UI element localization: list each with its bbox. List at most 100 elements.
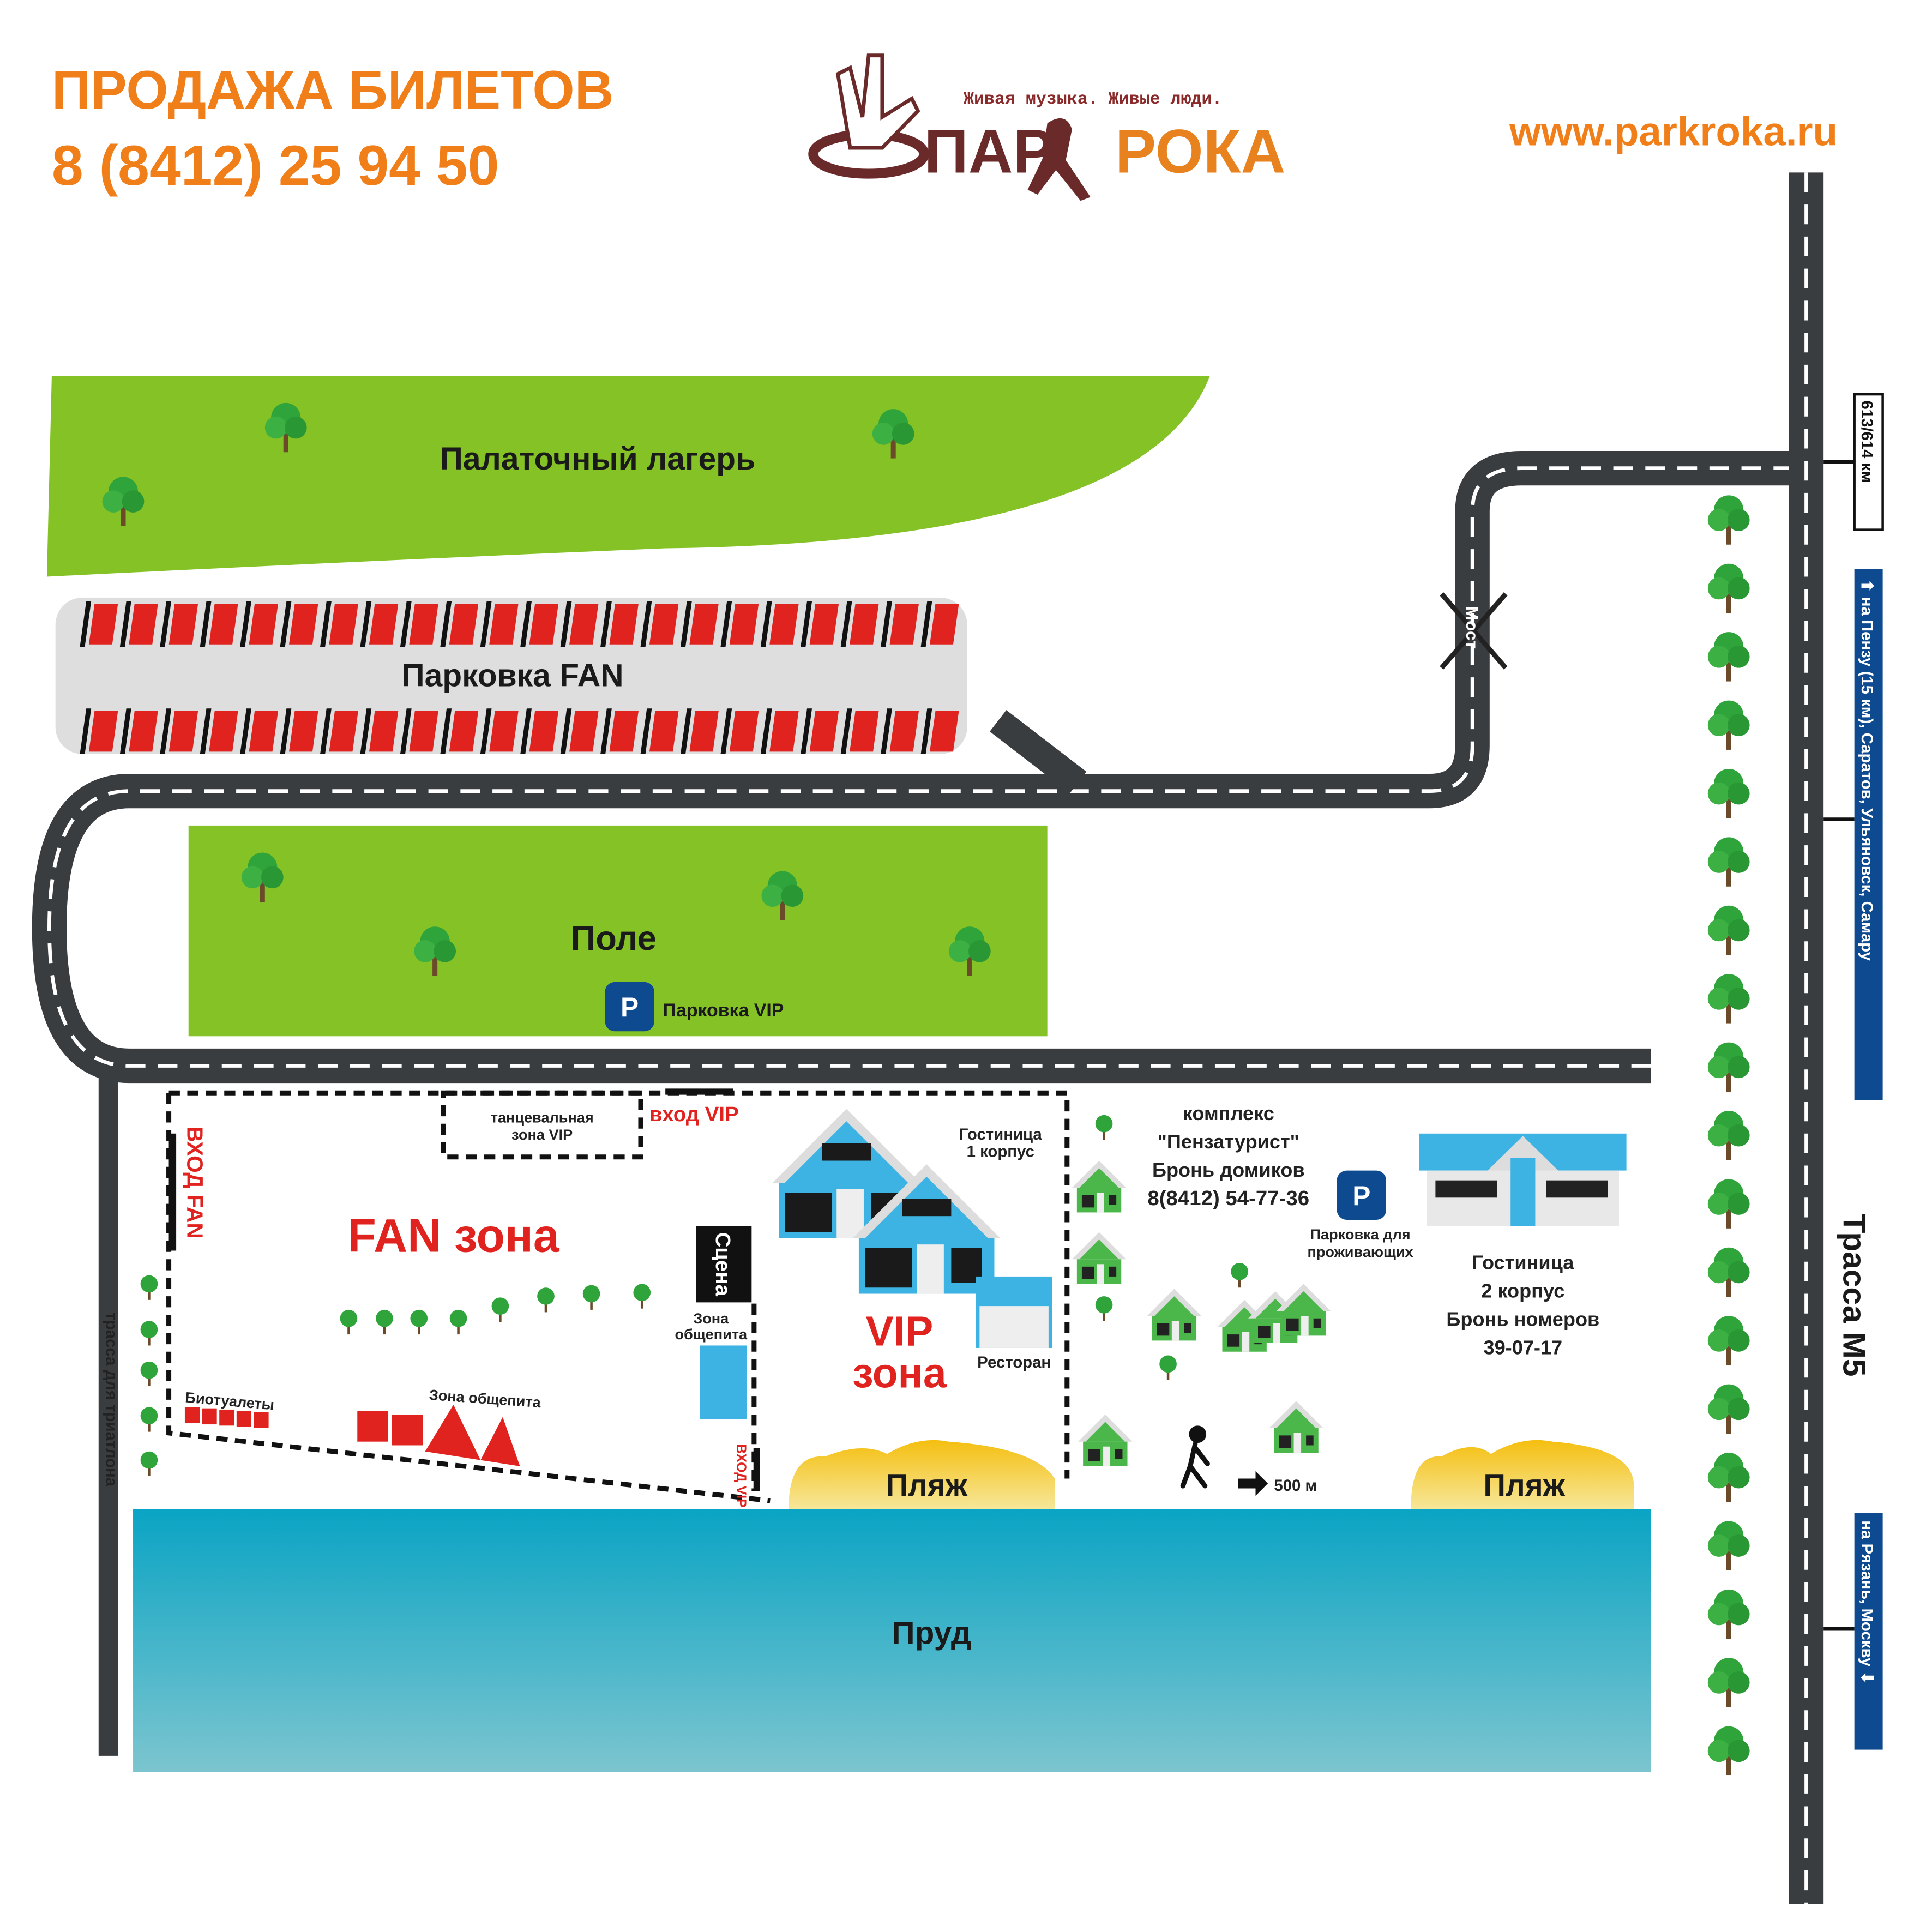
- tree-icon: [1707, 1110, 1750, 1160]
- parking-stall: [801, 601, 839, 647]
- tree-icon: [140, 1361, 158, 1387]
- field-label: Поле: [571, 919, 657, 958]
- parking-stall: [640, 708, 679, 754]
- hotel2-phone[interactable]: 39-07-17: [1483, 1336, 1562, 1358]
- triathlon-label: трасса для триатлона: [102, 1312, 120, 1486]
- vip-parking-label: Парковка VIP: [663, 1000, 784, 1021]
- parking-stall: [320, 601, 358, 647]
- tree-icon: [1707, 1179, 1750, 1229]
- vip-entrance-lower-label: ВХОД VIP: [733, 1444, 748, 1508]
- dance-zone-label-2: зона VIP: [511, 1126, 573, 1143]
- parking-stall: [200, 601, 238, 647]
- resident-parking-label: Парковка для: [1310, 1226, 1411, 1243]
- parking-stall: [760, 708, 799, 754]
- parking-stall: [280, 708, 318, 754]
- tickets-phone[interactable]: 8 (8412) 25 94 50: [52, 134, 499, 197]
- vip-parking-icon: [605, 982, 654, 1032]
- parking-stall: [360, 708, 399, 754]
- tree-icon: [1707, 1658, 1750, 1707]
- tree-icon: [582, 1285, 600, 1310]
- beach-hotel: [1411, 1440, 1634, 1509]
- tree-icon: [449, 1309, 467, 1335]
- complex-label: комплекс: [1183, 1102, 1274, 1124]
- parking-stall: [720, 708, 759, 754]
- parking-stall: [200, 708, 238, 754]
- logo-tagline: Живая музыка. Живые люди.: [964, 90, 1222, 109]
- parking-stall: [600, 601, 639, 647]
- food-zone-small-label-2: общепита: [675, 1326, 748, 1343]
- parking-stall: [560, 601, 599, 647]
- parking-stall: [520, 601, 559, 647]
- tree-icon: [1707, 563, 1750, 613]
- parking-stall: [320, 708, 358, 754]
- tree-icon: [1707, 974, 1750, 1024]
- pond-label: Пруд: [892, 1615, 971, 1651]
- arrow-right-icon: [1238, 1471, 1268, 1496]
- stage: [696, 1226, 752, 1303]
- parking-stall: [881, 601, 919, 647]
- hotel2-label-2: 2 корпус: [1481, 1279, 1564, 1302]
- tree-icon: [1707, 632, 1750, 682]
- toilets-icon: [184, 1407, 269, 1428]
- fan-parking-label: Парковка FAN: [401, 658, 623, 694]
- tree-icon: [1707, 1589, 1750, 1639]
- parking-stall: [920, 708, 959, 754]
- tree-icon: [1707, 1726, 1750, 1776]
- km-marker: [1853, 393, 1884, 531]
- parking-stall: [160, 708, 198, 754]
- parking-stall: [400, 708, 438, 754]
- roadside-trees: [1707, 495, 1750, 1776]
- complex-phone[interactable]: 8(8412) 54-77-36: [1147, 1187, 1309, 1210]
- hotel1-label-2: 1 корпус: [967, 1143, 1034, 1161]
- first-aid-icon: [357, 1411, 388, 1442]
- parking-stall: [840, 601, 879, 647]
- parking-stall: [360, 601, 399, 647]
- logo-name-right: РОКА: [1115, 117, 1285, 185]
- tree-icon: [1707, 1384, 1750, 1434]
- restaurant-label: Ресторан: [977, 1353, 1051, 1371]
- parking-stall: [160, 601, 198, 647]
- fan-zone-label: FAN зона: [347, 1210, 559, 1262]
- parking-stall: [280, 601, 318, 647]
- complex-booking-label: Бронь домиков: [1152, 1159, 1305, 1181]
- tree-icon: [340, 1309, 358, 1335]
- parking-stall: [640, 601, 679, 647]
- parking-stall: [600, 708, 639, 754]
- tent-icon: [425, 1404, 520, 1466]
- direction-sign-north: [1854, 569, 1883, 1100]
- stage-label: Сцена: [711, 1232, 735, 1297]
- tree-icon: [140, 1275, 158, 1300]
- tree-icon: [1707, 1453, 1750, 1502]
- website-link[interactable]: www.parkroka.ru: [1509, 109, 1838, 154]
- food-zone-label: Зона общепита: [429, 1386, 542, 1411]
- tree-icon: [537, 1287, 555, 1313]
- tree-icon: [140, 1407, 158, 1432]
- tree-icon: [1707, 1042, 1750, 1092]
- pedestrian-icon: [1180, 1425, 1210, 1489]
- tree-icon: [1707, 1247, 1750, 1297]
- parking-stall: [400, 601, 438, 647]
- guitarist-icon: [1027, 118, 1091, 201]
- tree-icon: [1707, 700, 1750, 750]
- tree-icon: [1707, 495, 1750, 545]
- fire-extinguisher-icon: [392, 1414, 423, 1446]
- fan-entrance-label: ВХОД FAN: [182, 1126, 207, 1239]
- vip-zone-label-2: зона: [852, 1350, 947, 1397]
- park-roka-logo: Живая музыка. Живые люди. ПАР РОКА: [808, 53, 1285, 201]
- tree-icon: [140, 1451, 158, 1476]
- parking-stalls: [80, 601, 959, 754]
- parking-stall: [240, 708, 279, 754]
- tent-camp-area: [46, 376, 1210, 577]
- rock-hand-icon: [835, 53, 920, 150]
- parking-stall: [680, 708, 719, 754]
- parking-stall: [440, 708, 479, 754]
- tree-icon: [1707, 905, 1750, 955]
- pond: [133, 1509, 1651, 1772]
- parking-stall: [240, 601, 279, 647]
- bridge-icon: [1440, 592, 1508, 670]
- logo-name-left: ПАР: [924, 117, 1054, 185]
- tent-camp-label: Палаточный лагерь: [440, 441, 756, 477]
- parking-stall: [480, 708, 519, 754]
- beach-label: Пляж: [886, 1468, 967, 1502]
